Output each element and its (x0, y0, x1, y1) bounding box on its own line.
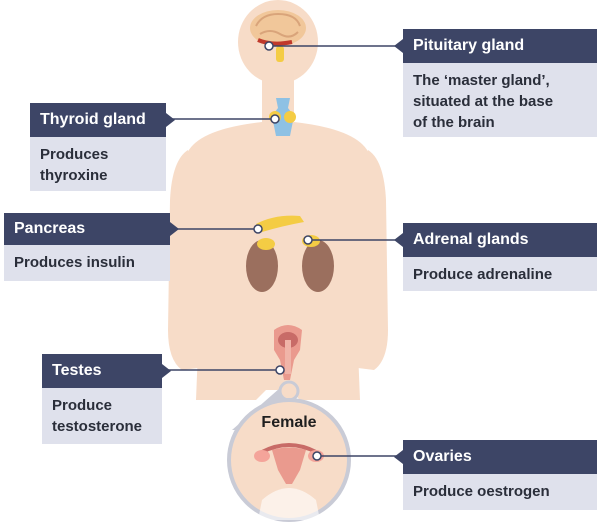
pancreas-desc-line-1: Produces insulin (14, 252, 160, 273)
thyroid-gland-label: Thyroid gland (30, 103, 166, 137)
pituitary-desc-line-3: of the brain (413, 112, 587, 133)
brain (250, 10, 306, 46)
adrenal-glands-title: Adrenal glands (413, 231, 529, 249)
thyroid-desc-line-2: thyroxine (40, 165, 156, 186)
testes-label: Testes (42, 354, 162, 388)
pituitary-gland-label: Pituitary gland (403, 29, 597, 63)
ovaries-desc-line-1: Produce oestrogen (413, 481, 587, 502)
pituitary-desc-line-2: situated at the base (413, 91, 587, 112)
testes-description: Produce testosterone (42, 388, 162, 444)
thyroid-gland-description: Produces thyroxine (30, 137, 166, 191)
pancreas-title: Pancreas (14, 220, 85, 238)
ovaries-label: Ovaries (403, 440, 597, 474)
thyroid-gland-title: Thyroid gland (40, 111, 146, 129)
pituitary-desc-line-1: The ‘master gland’, (413, 70, 587, 91)
adrenal-desc-line-1: Produce adrenaline (413, 264, 587, 285)
testes-desc-line-2: testosterone (52, 416, 152, 437)
testes-desc-line-1: Produce (52, 395, 152, 416)
ovaries-title: Ovaries (413, 448, 472, 466)
pancreas-description: Produces insulin (4, 245, 170, 281)
adrenal-glands-label: Adrenal glands (403, 223, 597, 257)
pituitary-gland-title: Pituitary gland (413, 37, 524, 55)
female-inset-title: Female (254, 414, 324, 432)
pituitary-gland-description: The ‘master gland’, situated at the base… (403, 63, 597, 137)
ovaries-description: Produce oestrogen (403, 474, 597, 510)
thyroid-desc-line-1: Produces (40, 144, 156, 165)
adrenal-glands-description: Produce adrenaline (403, 257, 597, 291)
testes-title: Testes (52, 362, 102, 380)
pancreas-label: Pancreas (4, 213, 170, 245)
